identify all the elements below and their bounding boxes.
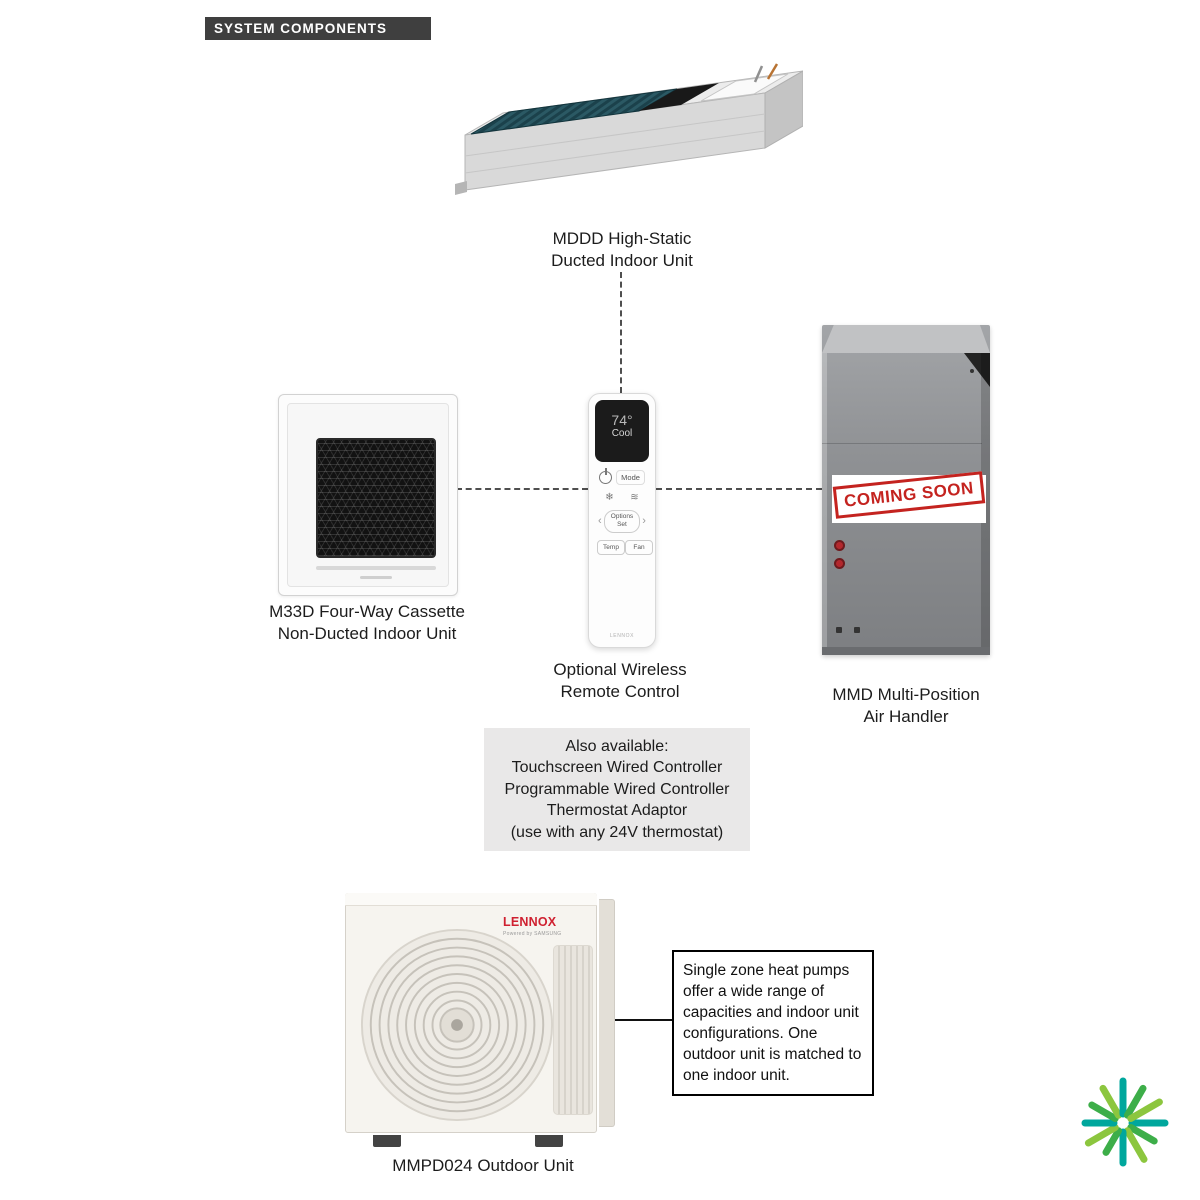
also-available-item: Thermostat Adaptor xyxy=(546,802,688,820)
cassette-frame xyxy=(287,403,449,587)
remote-button-row-4: Temp Fan xyxy=(597,539,653,555)
air-handler-image: COMING SOON xyxy=(822,325,990,655)
outdoor-unit-label: MMPD024 Outdoor Unit xyxy=(392,1156,574,1175)
air-handler-label: MMD Multi-Position Air Handler xyxy=(832,685,980,727)
louver-panel xyxy=(553,945,593,1115)
remote-mode-readout: Cool xyxy=(611,428,633,439)
outdoor-brand: LENNOX xyxy=(503,915,557,929)
chevron-right-icon: › xyxy=(642,515,646,528)
single-zone-note-text: Single zone heat pumps offer a wide rang… xyxy=(683,962,862,1085)
also-available-heading: Also available: xyxy=(565,738,669,755)
connector-outdoor-to-note xyxy=(612,1019,672,1021)
also-available-box: Also available: Touchscreen Wired Contro… xyxy=(484,728,750,852)
outdoor-foot xyxy=(535,1135,563,1147)
connector-remote-to-airhandler xyxy=(656,488,822,490)
remote-temp-readout: 74° xyxy=(611,412,633,428)
remote-label: Optional Wireless Remote Control xyxy=(553,660,687,702)
lennox-spark-logo xyxy=(1081,1077,1169,1167)
also-available-item: Programmable Wired Controller xyxy=(504,780,730,798)
airflow-icon: ≋ xyxy=(630,492,639,503)
section-header: SYSTEM COMPONENTS xyxy=(205,17,431,40)
power-icon xyxy=(599,471,613,484)
snowflake-icon: ❄ xyxy=(605,492,614,503)
mode-button: Mode xyxy=(616,470,645,485)
single-zone-note-box: Single zone heat pumps offer a wide rang… xyxy=(672,950,874,1097)
section-title: SYSTEM COMPONENTS xyxy=(214,21,388,36)
cassette-brand-mark xyxy=(360,576,392,579)
options-set-button: Options Set xyxy=(603,510,641,533)
outdoor-foot xyxy=(373,1135,401,1147)
remote-button-row-1: Mode xyxy=(597,470,647,485)
outdoor-side-panel xyxy=(599,899,615,1127)
fan-button: Fan xyxy=(625,539,653,555)
connector-ducted-to-remote xyxy=(620,272,622,393)
outdoor-sub-brand: Powered by SAMSUNG xyxy=(503,931,562,937)
also-available-item: (use with any 24V thermostat) xyxy=(510,823,724,841)
ducted-unit-label: MDDD High-Static Ducted Indoor Unit xyxy=(551,229,693,271)
also-available-item: Touchscreen Wired Controller xyxy=(511,759,723,777)
cassette-unit-image xyxy=(278,394,458,596)
refrigerant-valve xyxy=(834,558,845,569)
fan-grille-icon xyxy=(360,928,554,1122)
chevron-left-icon: ‹ xyxy=(598,515,602,528)
air-handler-top-face xyxy=(822,325,990,353)
cassette-grille xyxy=(316,438,436,558)
refrigerant-valve xyxy=(834,540,845,551)
temp-button: Temp xyxy=(597,539,625,555)
connector-cassette-to-remote xyxy=(456,488,588,490)
cassette-unit-label: M33D Four-Way Cassette Non-Ducted Indoor… xyxy=(269,602,465,644)
remote-button-row-3: ‹ Options Set › xyxy=(597,510,647,533)
ducted-indoor-unit-image xyxy=(455,63,803,195)
wireless-remote-image: 74° Cool Mode ❄ ≋ ‹ Options Set › Temp F… xyxy=(588,393,656,648)
outdoor-unit-image: LENNOX Powered by SAMSUNG xyxy=(345,885,617,1147)
remote-screen: 74° Cool xyxy=(595,400,649,462)
remote-brand-mark: LENNOX xyxy=(609,633,635,639)
cassette-vent-slot xyxy=(316,566,436,570)
remote-button-row-2: ❄ ≋ xyxy=(597,492,647,503)
